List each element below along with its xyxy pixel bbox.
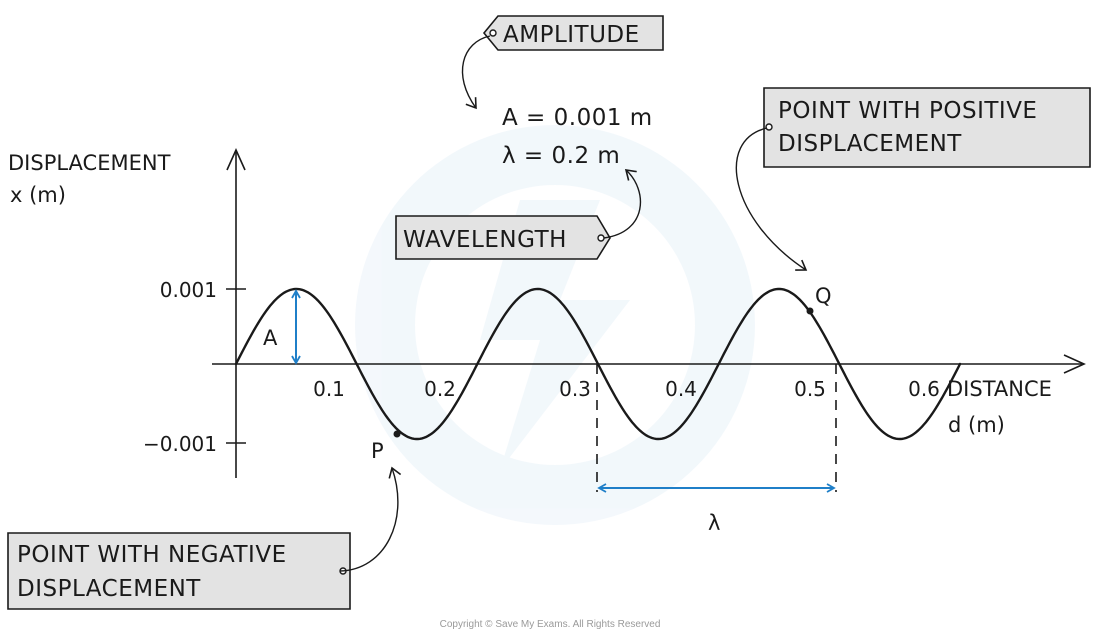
y-tick-label-neg: −0.001 — [143, 432, 217, 456]
amplitude-marker: A — [263, 326, 278, 350]
y-axis-title: DISPLACEMENT — [8, 151, 171, 175]
positive-displacement-callout: POINT WITH POSITIVE DISPLACEMENT — [735, 87, 1091, 271]
positive-callout-line2: DISPLACEMENT — [778, 131, 962, 157]
x-axis-title: DISTANCE — [947, 377, 1052, 401]
copyright-notice: Copyright © Save My Exams. All Rights Re… — [440, 619, 661, 630]
x-tick-label: 0.4 — [665, 377, 697, 401]
negative-callout-arrow — [339, 466, 402, 572]
x-tick-label: 0.2 — [424, 377, 456, 401]
point-p-dot — [393, 430, 401, 438]
amplitude-callout-text: AMPLITUDE — [503, 22, 640, 48]
wavelength-marker: λ — [708, 511, 720, 535]
negative-callout-line1: POINT WITH NEGATIVE — [17, 542, 287, 568]
x-tick-label: 0.6 — [908, 377, 940, 401]
positive-callout-line1: POINT WITH POSITIVE — [778, 98, 1037, 124]
watermark-logo — [355, 125, 755, 525]
x-axis-arrowhead — [1063, 354, 1086, 374]
negative-callout-line2: DISPLACEMENT — [17, 576, 201, 602]
wavelength-callout-arrow — [603, 169, 641, 239]
amplitude-callout: AMPLITUDE — [461, 15, 664, 110]
point-p-label: P — [371, 439, 384, 463]
amplitude-callout-arrow — [461, 35, 491, 110]
wavelength-equation: λ = 0.2 m — [502, 143, 620, 169]
x-tick-label: 0.5 — [794, 377, 826, 401]
x-tick-labels: 0.1 0.2 0.3 0.4 0.5 0.6 — [313, 377, 940, 401]
x-tick-label: 0.1 — [313, 377, 345, 401]
amplitude-equation: A = 0.001 m — [502, 105, 653, 131]
x-tick-label: 0.3 — [559, 377, 591, 401]
y-tick-label-pos: 0.001 — [160, 278, 217, 302]
point-q-label: Q — [815, 284, 832, 308]
wavelength-callout: WAVELENGTH — [395, 169, 641, 260]
y-axis-unit: x (m) — [10, 183, 66, 207]
y-axis-arrowhead — [226, 148, 246, 171]
wave-curve — [234, 287, 962, 441]
point-q-dot — [806, 307, 814, 315]
positive-callout-arrow — [735, 127, 808, 271]
x-axis-unit: d (m) — [948, 413, 1005, 437]
negative-displacement-callout: POINT WITH NEGATIVE DISPLACEMENT — [7, 466, 402, 610]
wavelength-callout-text: WAVELENGTH — [403, 227, 567, 253]
